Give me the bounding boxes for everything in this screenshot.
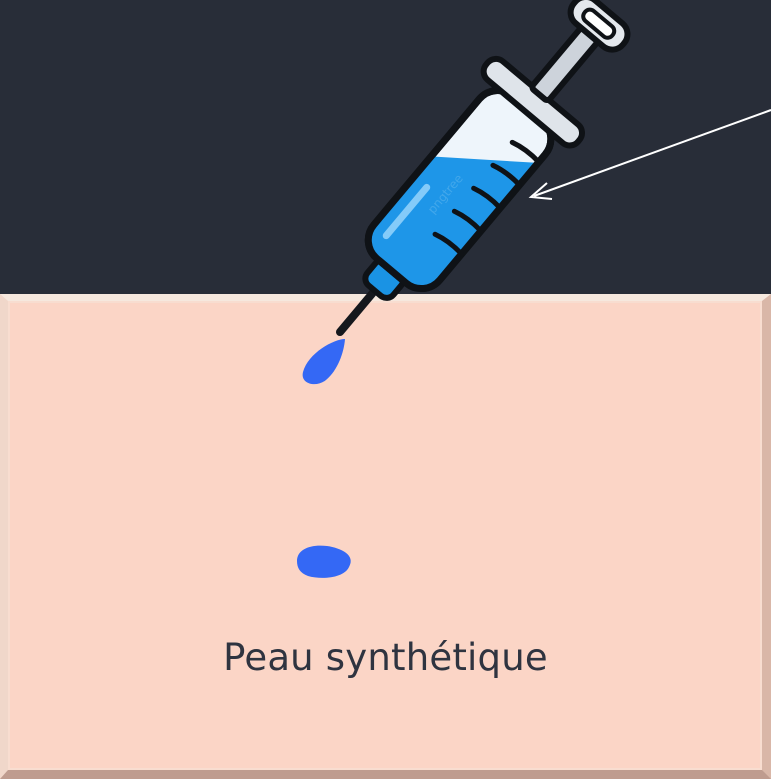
skin-label: Peau synthétique [0,632,771,684]
needle [340,288,377,332]
droplet-lower [297,546,351,578]
droplet-upper [303,339,345,384]
syringe-icon: pngtree [294,0,655,371]
